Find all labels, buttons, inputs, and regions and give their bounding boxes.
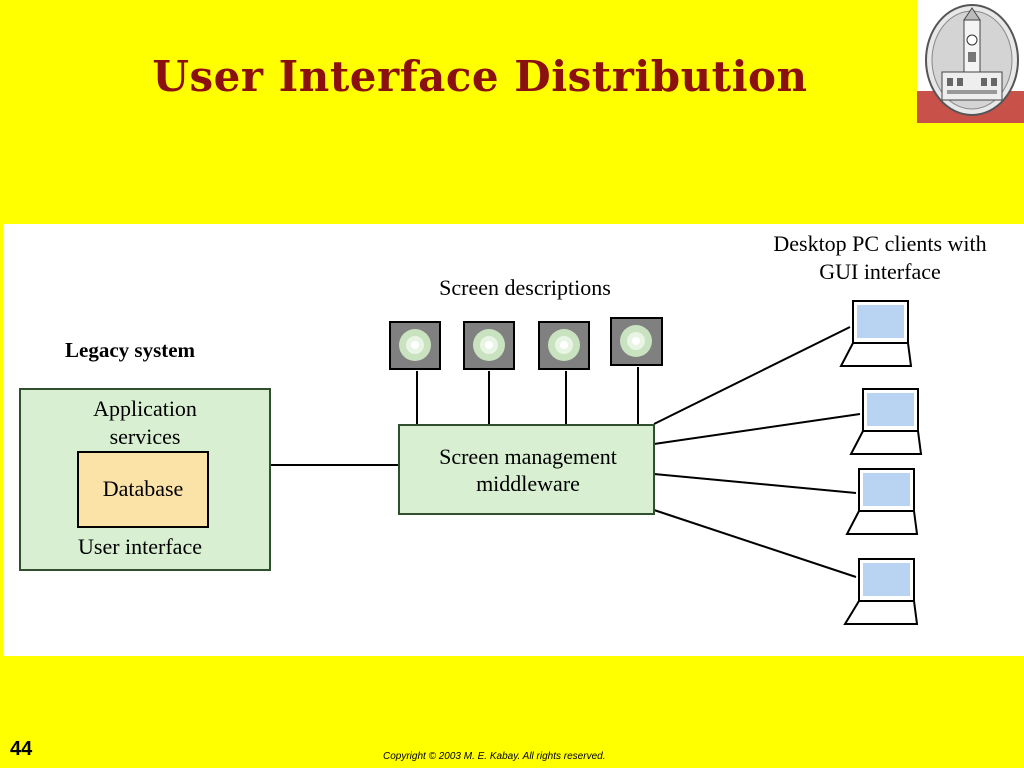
clients-label-line2: GUI interface [819,259,941,284]
clock-tower-seal-icon [917,0,1024,123]
application-services-label-line2: services [110,424,181,449]
screen-icon [538,321,590,370]
laptop-icon [845,468,919,535]
copyright-notice: Copyright © 2003 M. E. Kabay. All rights… [383,751,606,762]
user-interface-label: User interface [78,534,202,559]
database-box [77,451,209,528]
laptop-icon [849,388,923,455]
database-label: Database [103,476,184,501]
middleware-box [398,424,655,515]
laptop-icon [839,300,913,367]
page-number: 44 [10,738,33,760]
middleware-label-line2: middleware [476,471,580,496]
legacy-system-label: Legacy system [65,338,196,362]
screen-icon [610,317,663,366]
laptop-icon [843,558,919,625]
application-services-label-line1: Application [93,396,197,421]
middleware-label-line1: Screen management [439,444,617,469]
client-connector [653,509,857,578]
slide-title: User Interface Distribution [152,52,808,101]
client-connector [653,413,861,445]
screen-descriptions-label: Screen descriptions [439,275,611,300]
client-connector [653,473,857,494]
client-connector [653,326,851,425]
diagram-figure: Legacy system Application services Datab… [3,224,1024,656]
screen-icon [463,321,515,370]
screen-icon [389,321,441,370]
clients-label-line1: Desktop PC clients with [773,231,986,256]
